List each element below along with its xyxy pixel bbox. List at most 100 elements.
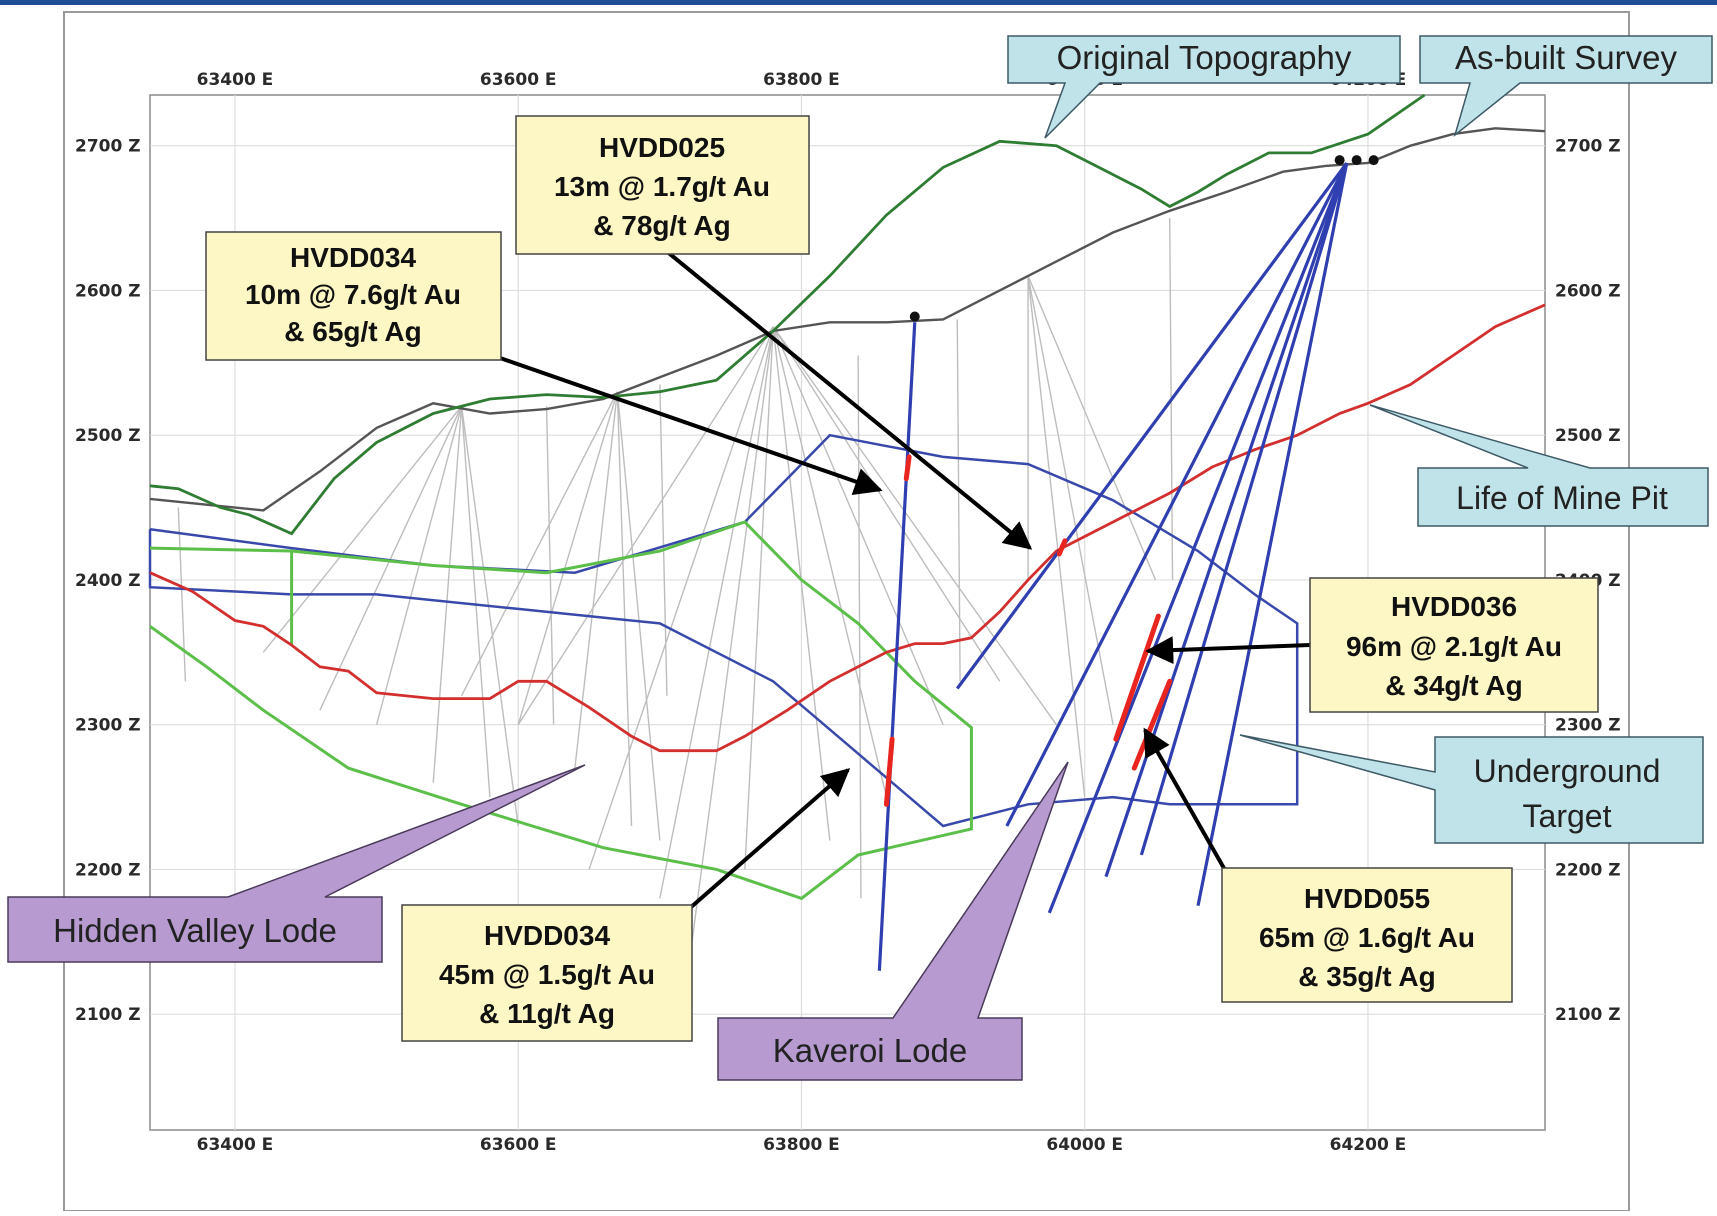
historic-hole-15 [460,406,519,827]
assay-hvdd034-upper-line1: 10m @ 7.6g/t Au [245,279,461,310]
historic-hole-19 [616,391,633,827]
assay-hvdd025-title: HVDD025 [599,132,725,163]
callout-hidden-valley-lode-label: Hidden Valley Lode [53,912,337,949]
tick-x-bottom-0: 63400 E [197,1135,274,1155]
historic-hole-16 [460,391,618,697]
assay-intercept-1 [883,736,895,807]
tick-z-right-2: 2500 Z [1555,426,1621,446]
assay-hvdd034-upper-line2: & 65g/t Ag [284,316,421,347]
arrow-hvdd025 [663,248,1033,550]
callout-original-topography-label: Original Topography [1057,39,1352,76]
callout-as-built-survey-label: As-built Survey [1455,39,1677,76]
assay-hvdd034-lower-line1: 45m @ 1.5g/t Au [439,959,655,990]
historic-hole-6 [772,326,888,798]
drill-hole-3 [1047,162,1349,914]
assay-intercept-4 [1131,678,1173,771]
historic-hole-4 [744,326,774,870]
assay-box-hvdd034-lower: HVDD034 45m @ 1.5g/t Au & 11g/t Ag [401,904,693,1042]
historic-hole-24 [1027,275,1157,581]
geology-polygons [148,433,1299,901]
historic-hole-17 [517,391,619,725]
assay-hvdd055-line2: & 35g/t Ag [1298,961,1435,992]
callout-underground-target-line1: Underground [1474,753,1661,789]
tick-x-top-2: 63800 E [763,70,840,90]
drill-collar-3 [1368,155,1379,166]
assay-box-hvdd034-upper: HVDD034 10m @ 7.6g/t Au & 65g/t Ag [205,231,502,361]
historic-hole-29 [956,319,961,682]
drill-hole-0 [877,322,917,971]
callout-kaveroi-lode-label: Kaveroi Lode [773,1032,967,1069]
tick-x-bottom-4: 64200 E [1330,1135,1407,1155]
assay-hvdd036-title: HVDD036 [1391,591,1517,622]
arrow-hvdd034-lower [688,768,851,910]
historic-hole-10 [262,405,463,653]
assay-hvdd036-line1: 96m @ 2.1g/t Au [1346,631,1562,662]
assay-hvdd025-line2: & 78g/t Ag [593,210,730,241]
top-frame-bar [0,0,1717,5]
tick-x-top-0: 63400 E [197,70,274,90]
callout-life-of-mine-pit-label: Life of Mine Pit [1456,480,1668,516]
historic-drill-holes [177,218,1174,971]
arrow-hvdd034-upper [499,356,883,495]
callout-kaveroi-lode: Kaveroi Lode [717,761,1069,1081]
tick-z-right-0: 2700 Z [1555,137,1621,157]
tick-z-left-4: 2300 Z [75,716,141,736]
callout-as-built-survey: As-built Survey [1419,35,1713,138]
historic-hole-11 [319,405,463,711]
tick-x-bottom-3: 64000 E [1046,1135,1123,1155]
historic-hole-0 [517,326,774,726]
tick-z-right-6: 2100 Z [1555,1005,1621,1025]
assay-box-hvdd025: HVDD025 13m @ 1.7g/t Au & 78g/t Ag [515,115,810,255]
tick-z-left-6: 2100 Z [75,1005,141,1025]
assay-hvdd034-upper-title: HVDD034 [290,242,416,273]
tick-x-bottom-2: 63800 E [763,1135,840,1155]
life-of-mine-pit-line [149,303,1546,753]
assay-hvdd025-line1: 13m @ 1.7g/t Au [554,171,770,202]
tick-x-bottom-1: 63600 E [480,1135,557,1155]
assay-box-hvdd055: HVDD055 65m @ 1.6g/t Au & 35g/t Ag [1221,867,1513,1003]
assay-hvdd034-lower-line2: & 11g/t Ag [479,998,615,1029]
historic-hole-26 [545,406,555,725]
assay-box-hvdd036: HVDD036 96m @ 2.1g/t Au & 34g/t Ag [1309,577,1599,713]
historic-hole-20 [616,391,661,841]
arrow-hvdd055 [1143,727,1227,871]
historic-hole-8 [772,326,1001,682]
arrow-hvdd036 [1145,636,1311,665]
callout-original-topography: Original Topography [1007,35,1401,139]
callout-underground-target: Underground Target [1239,734,1704,844]
tick-x-top-1: 63600 E [480,70,557,90]
drill-collar-1 [1334,155,1345,166]
tick-z-right-5: 2200 Z [1555,860,1621,880]
assay-intercept-0 [903,454,912,482]
historic-hole-13 [432,406,463,783]
assay-intercept-2 [1056,538,1068,557]
hidden-valley-lode-outline [149,520,973,901]
historic-hole-21 [1027,275,1086,798]
historic-hole-14 [460,406,491,798]
assay-hvdd055-line1: 65m @ 1.6g/t Au [1259,922,1475,953]
drill-hole-2 [1005,162,1349,827]
historic-hole-7 [772,326,944,725]
tick-z-left-3: 2400 Z [75,571,141,591]
leader-arrows [499,248,1311,910]
callout-underground-target-line2: Target [1523,798,1612,834]
historic-hole-5 [772,326,831,841]
drill-collar-0 [909,311,920,322]
tick-z-right-4: 2300 Z [1555,716,1621,736]
tick-z-left-2: 2500 Z [75,426,141,446]
historic-hole-2 [659,326,774,899]
callout-life-of-mine-pit: Life of Mine Pit [1369,404,1709,527]
historic-hole-9 [772,326,1057,726]
tick-z-left-1: 2600 Z [75,281,141,301]
historic-hole-1 [588,326,774,870]
historic-hole-18 [574,391,619,769]
drill-hole-1 [955,162,1349,690]
tick-z-left-0: 2700 Z [75,137,141,157]
historic-hole-27 [659,384,668,696]
assay-hvdd036-line2: & 34g/t Ag [1385,670,1522,701]
tick-z-left-5: 2200 Z [75,860,141,880]
drill-collar-2 [1351,155,1362,166]
historic-hole-3 [687,326,774,971]
